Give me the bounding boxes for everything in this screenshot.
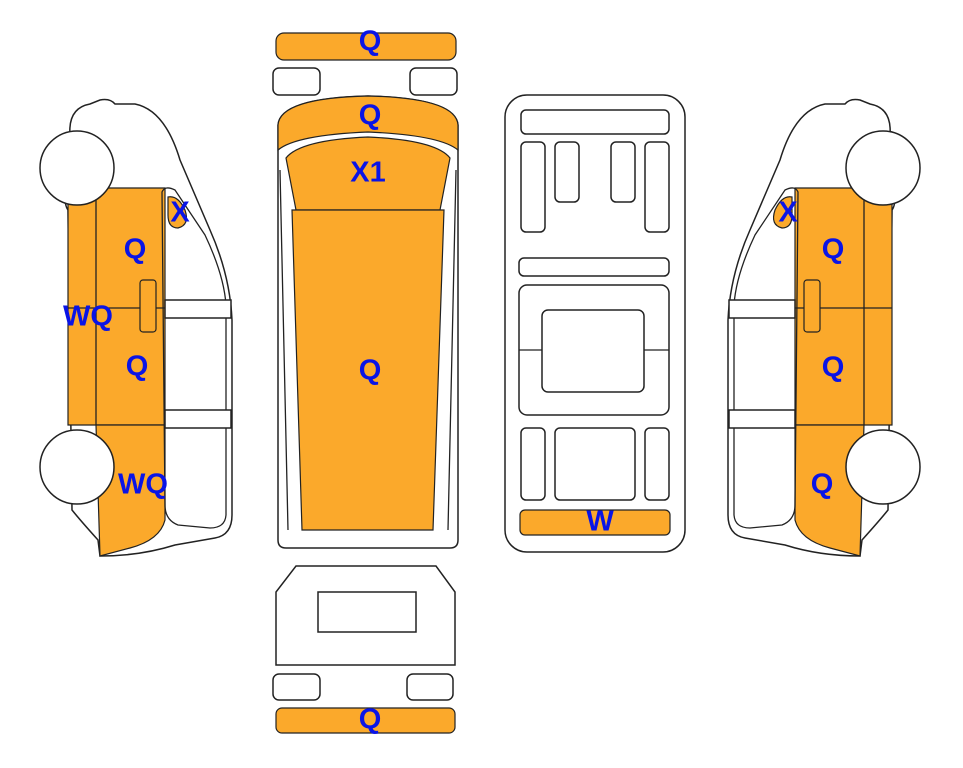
- label-left-mirror: X: [170, 196, 190, 229]
- label-right-front-door: Q: [821, 233, 845, 266]
- label-front-bumper: Q: [358, 25, 382, 58]
- label-left-front-door: Q: [123, 233, 147, 266]
- label-left-rear-door: Q: [125, 350, 149, 383]
- label-right-rear-door: Q: [821, 351, 845, 384]
- rear-view: [272, 565, 456, 734]
- label-rear-bumper: Q: [358, 703, 382, 736]
- label-roof: Q: [358, 354, 382, 387]
- label-left-rear-quarter: WQ: [118, 468, 168, 501]
- label-hood: Q: [358, 99, 382, 132]
- label-interior-rear: W: [586, 505, 614, 538]
- top-view: [272, 32, 459, 549]
- label-right-rear-quarter: Q: [810, 468, 834, 501]
- interior-view: [504, 94, 686, 553]
- label-windshield: X1: [350, 156, 386, 189]
- label-right-mirror: X: [778, 196, 798, 229]
- label-left-rocker: WQ: [63, 300, 113, 333]
